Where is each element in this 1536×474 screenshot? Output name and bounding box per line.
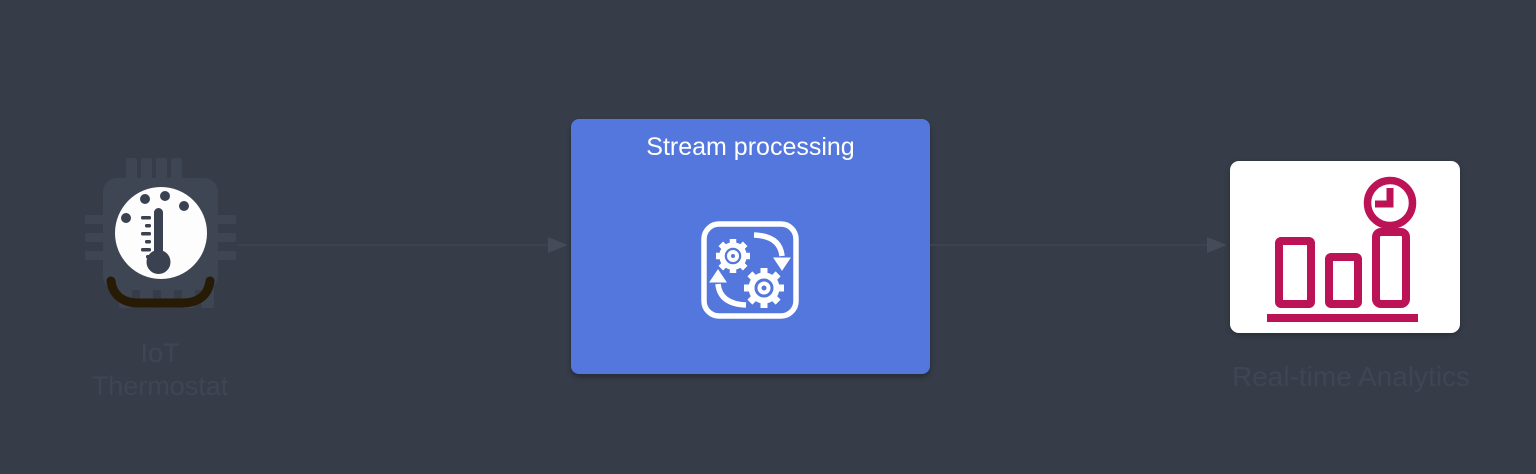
bar-chart-clock-icon <box>1267 176 1418 322</box>
gears-sync-icon <box>701 221 799 319</box>
thermometer-chip-icon <box>84 158 236 308</box>
realtime-analytics-label: Real-time Analytics <box>1231 361 1471 392</box>
edge-iot-to-stream-line <box>237 244 549 246</box>
stream-processing-title: Stream processing <box>646 133 855 161</box>
iot-thermostat-label: IoT Thermostat <box>91 338 229 401</box>
edge-iot-to-stream-arrowhead-icon <box>548 237 568 253</box>
node-iot-thermostat[interactable]: IoT Thermostat <box>40 150 280 403</box>
node-stream-processing[interactable]: Stream processing <box>571 119 930 374</box>
edge-stream-to-analytics-line <box>930 244 1208 246</box>
edge-stream-to-analytics-arrowhead-icon <box>1207 237 1227 253</box>
node-realtime-analytics[interactable] <box>1230 161 1460 333</box>
